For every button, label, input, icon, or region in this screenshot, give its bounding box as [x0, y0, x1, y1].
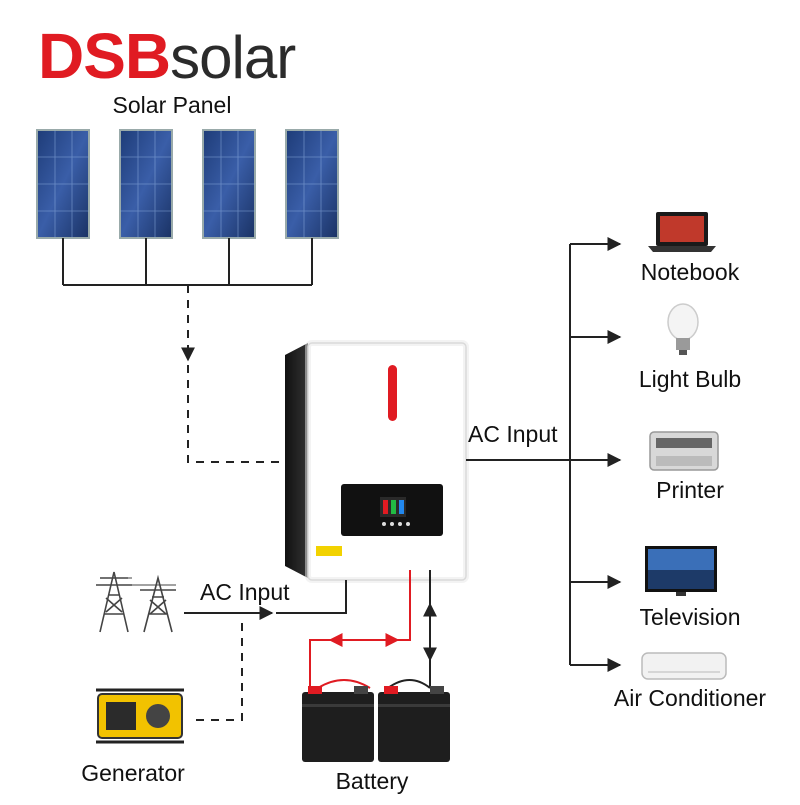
grid-ac-input-line — [184, 580, 347, 620]
ac-input-right-label: AC Input — [468, 421, 558, 447]
generator-icon — [96, 688, 184, 744]
solar-panel-label: Solar Panel — [112, 92, 232, 118]
laptop-icon — [648, 212, 716, 252]
brand-prefix: DSB — [38, 20, 171, 92]
brand-suffix: solar — [170, 24, 296, 91]
device-label-printer: Printer — [656, 477, 724, 503]
television-icon — [645, 546, 717, 596]
solar-panel-icon — [119, 129, 173, 239]
ac-input-left-label: AC Input — [200, 579, 290, 605]
battery-label: Battery — [335, 768, 409, 794]
power-tower-icon — [96, 571, 176, 633]
inverter-unit — [285, 340, 469, 583]
light-bulb-icon — [667, 303, 699, 355]
pv-dc-line — [181, 285, 282, 463]
solar-panel-icon — [285, 129, 339, 239]
device-label-notebook: Notebook — [640, 259, 740, 285]
battery-icon — [378, 686, 450, 762]
battery-wiring — [309, 570, 437, 690]
solar-panel-icon — [202, 129, 256, 239]
brand-logo: DSBsolar — [38, 24, 296, 91]
generator-line — [196, 616, 243, 721]
generator-label: Generator — [81, 760, 185, 786]
air-conditioner-icon — [641, 652, 727, 680]
solar-panel-array — [36, 129, 339, 239]
ac-output-wiring — [466, 237, 622, 672]
warning-label-icon — [316, 546, 342, 556]
device-label-television: Television — [639, 604, 741, 630]
panel-wiring — [62, 238, 313, 286]
device-label-air-conditioner: Air Conditioner — [613, 685, 767, 711]
battery-icon — [302, 686, 374, 762]
solar-panel-icon — [36, 129, 90, 239]
printer-icon — [649, 431, 719, 471]
status-led-bar — [388, 365, 397, 421]
device-label-light-bulb: Light Bulb — [638, 366, 742, 392]
